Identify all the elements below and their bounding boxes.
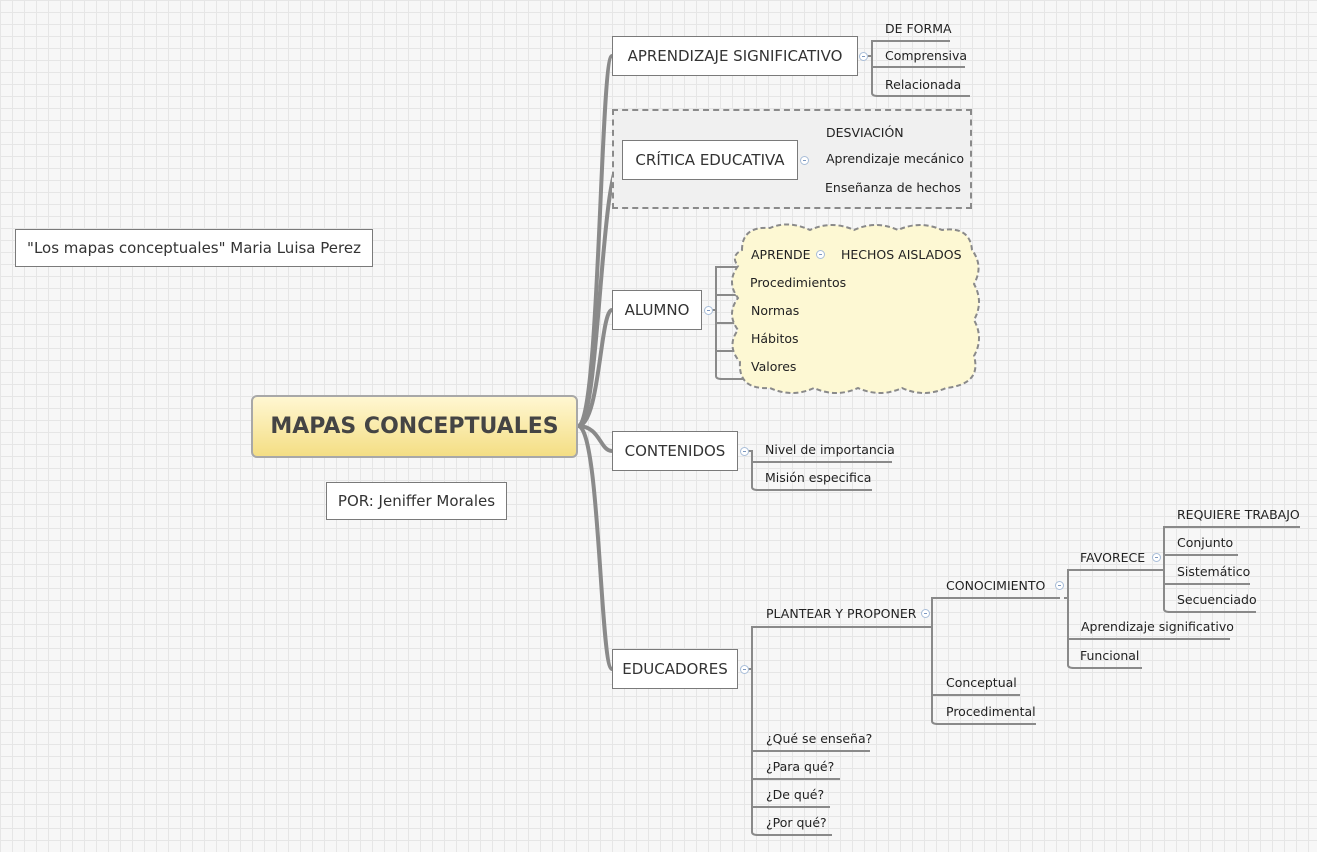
collapse-toggle-aprende[interactable]: [816, 250, 825, 259]
collapse-toggle-favorece[interactable]: [1152, 553, 1161, 562]
subtopic-aprendizaje-significativo[interactable]: Aprendizaje significativo: [1081, 619, 1234, 634]
subtopic-desviacion[interactable]: DESVIACIÓN: [826, 125, 904, 140]
topic-critica-educativa[interactable]: CRÍTICA EDUCATIVA: [622, 140, 798, 180]
subtopic-valores[interactable]: Valores: [751, 359, 797, 374]
collapse-toggle-conocimiento[interactable]: [1055, 581, 1064, 590]
subtopic-plantear-y-proponer[interactable]: PLANTEAR Y PROPONER: [766, 606, 917, 621]
central-topic[interactable]: MAPAS CONCEPTUALES: [251, 395, 578, 458]
subtopic-para-que[interactable]: ¿Para qué?: [766, 759, 835, 774]
subtopic-normas[interactable]: Normas: [751, 303, 800, 318]
topic-aprendizaje-significativo[interactable]: APRENDIZAJE SIGNIFICATIVO: [612, 36, 858, 76]
subtopic-funcional[interactable]: Funcional: [1080, 648, 1140, 663]
collapse-toggle-critica[interactable]: [800, 156, 809, 165]
subtopic-aprende[interactable]: APRENDE: [751, 247, 811, 262]
subtopic-relacionada[interactable]: Relacionada: [885, 77, 962, 92]
subtopic-conjunto[interactable]: Conjunto: [1177, 535, 1234, 550]
collapse-toggle-plantear[interactable]: [921, 609, 930, 618]
subtopic-sistematico[interactable]: Sistemático: [1177, 564, 1251, 579]
subtopic-favorece[interactable]: FAVORECE: [1080, 550, 1146, 565]
subtopic-habitos[interactable]: Hábitos: [751, 331, 799, 346]
subtopic-conocimiento[interactable]: CONOCIMIENTO: [946, 578, 1046, 593]
collapse-toggle-educadores[interactable]: [740, 665, 749, 674]
collapse-toggle-alumno[interactable]: [704, 306, 713, 315]
reference-note[interactable]: "Los mapas conceptuales" Maria Luisa Per…: [15, 229, 373, 267]
subtopic-secuenciado[interactable]: Secuenciado: [1177, 592, 1257, 607]
subtopic-requiere-trabajo[interactable]: REQUIERE TRABAJO: [1177, 507, 1300, 522]
subtopic-aprendizaje-mecanico[interactable]: Aprendizaje mecánico: [826, 151, 965, 166]
subtopic-comprensiva[interactable]: Comprensiva: [885, 48, 968, 63]
subtopic-que-se-ensena[interactable]: ¿Qué se enseña?: [766, 731, 873, 746]
subtopic-procedimientos[interactable]: Procedimientos: [750, 275, 847, 290]
subtopic-por-que[interactable]: ¿Por qué?: [766, 815, 827, 830]
subtopic-mision-especifica[interactable]: Misión especifica: [765, 470, 872, 485]
topic-alumno[interactable]: ALUMNO: [612, 290, 702, 330]
topic-contenidos[interactable]: CONTENIDOS: [612, 431, 738, 471]
subtopic-nivel-de-importancia[interactable]: Nivel de importancia: [765, 442, 895, 457]
collapse-toggle-contenidos[interactable]: [740, 447, 749, 456]
alumno-cloud-boundary: [731, 223, 980, 394]
topic-educadores[interactable]: EDUCADORES: [612, 649, 738, 689]
collapse-toggle-aprendizaje[interactable]: [859, 52, 868, 61]
subtopic-hechos-aislados[interactable]: HECHOS AISLADOS: [841, 247, 962, 262]
subtopic-ensenanza-de-hechos[interactable]: Enseñanza de hechos: [825, 180, 961, 195]
subtopic-de-que[interactable]: ¿De qué?: [766, 787, 825, 802]
subtopic-conceptual[interactable]: Conceptual: [946, 675, 1017, 690]
subtopic-procedimental[interactable]: Procedimental: [946, 704, 1036, 719]
subtopic-de-forma[interactable]: DE FORMA: [885, 21, 952, 36]
author-note[interactable]: POR: Jeniffer Morales: [326, 482, 507, 520]
